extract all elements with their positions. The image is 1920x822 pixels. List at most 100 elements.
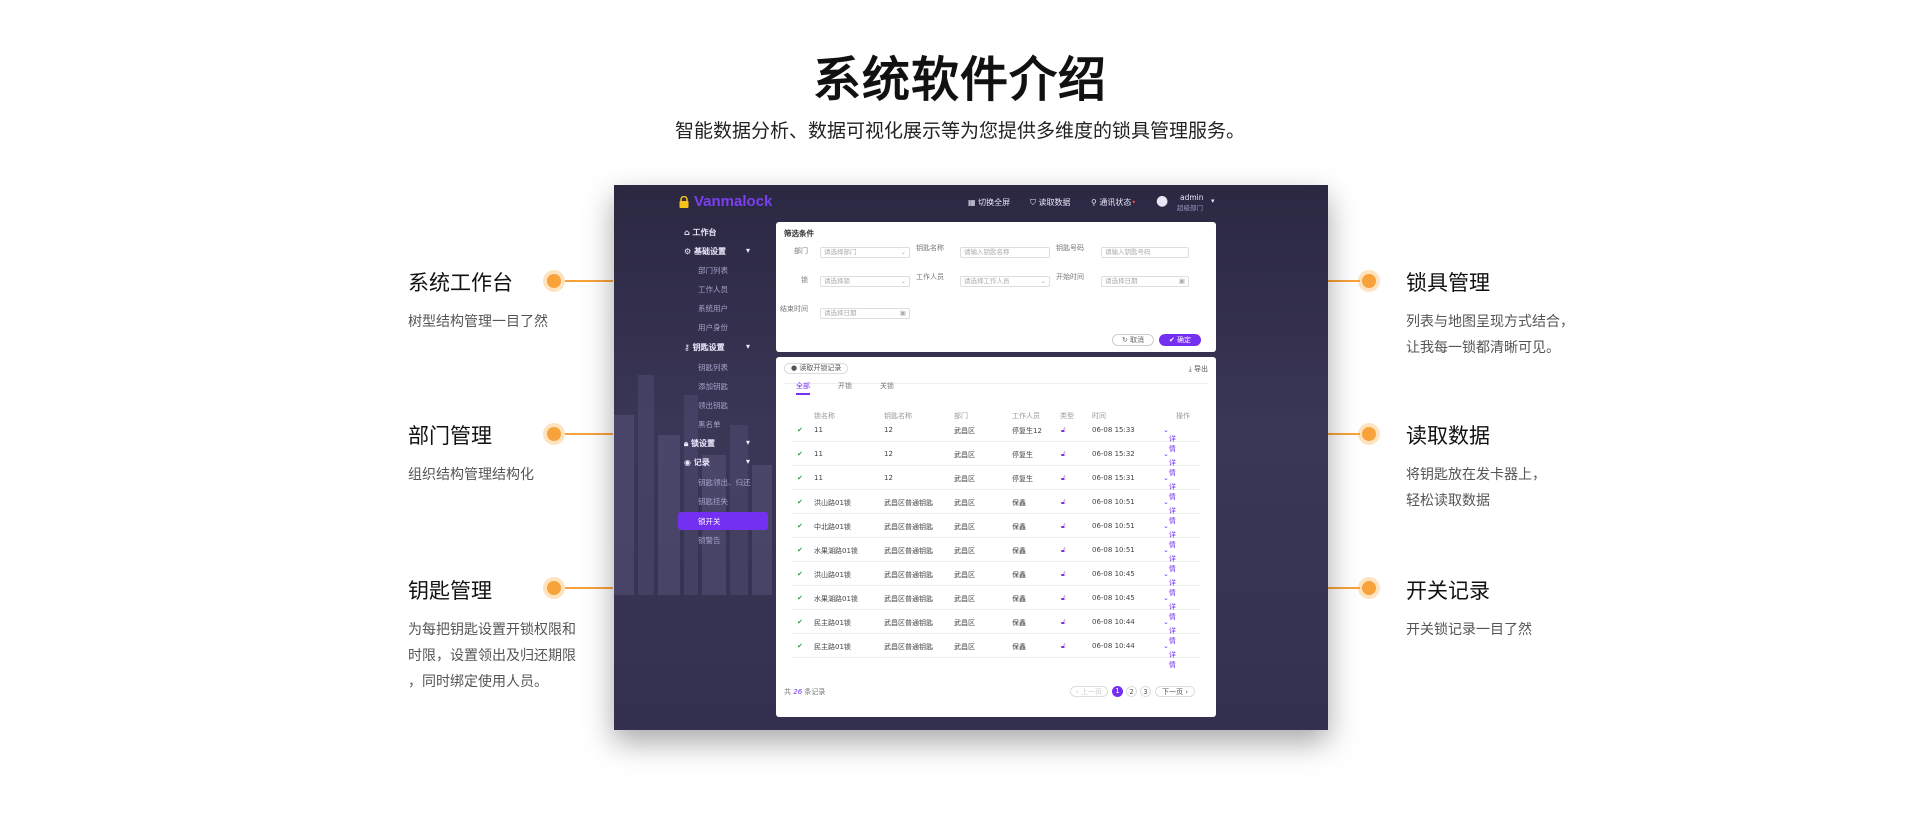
user-name[interactable]: admin [1180,193,1204,202]
next-page-button[interactable]: 下一页 › [1155,686,1195,697]
detail-link[interactable]: ⌄ 详情 [1163,618,1176,645]
detail-link[interactable]: ⌄ 详情 [1163,426,1176,453]
page-3-button[interactable]: 3 [1140,686,1151,697]
read-records-button[interactable]: ● 读取开锁记录 [784,363,849,374]
unlock-type-icon: 🔓︎ [1061,522,1066,530]
sidebar-item-lock-settings[interactable]: 🔒︎ 锁设置▾ [684,438,751,448]
page-2-button[interactable]: 2 [1126,686,1137,697]
feature-desc: 列表与地图呈现方式结合， 让我每一锁都清晰可见。 [1406,314,1574,356]
check-icon: ✔ [797,546,803,554]
tab-unlock[interactable]: 开锁 [838,382,852,390]
read-data-button[interactable]: ⛉ 读取数据 [1030,198,1071,207]
sidebar-item-issue-key[interactable]: 领出钥匙 [698,401,728,410]
col-action: 操作 [1176,412,1190,420]
fullscreen-button[interactable]: ▦ 切换全屏 [968,198,1011,207]
app-logo[interactable]: Vanmalock [694,193,773,210]
unlock-type-icon: 🔓︎ [1061,594,1066,602]
sidebar-item-add-key[interactable]: 添加钥匙 [698,382,728,391]
feature-lock-management: 锁具管理 列表与地图呈现方式结合， 让我每一锁都清晰可见。 [1406,267,1606,361]
user-avatar-icon[interactable]: ● [1156,193,1169,209]
start-date-input[interactable]: 请选择日期▣ [1101,276,1189,287]
unlock-type-icon: 🔓︎ [1061,498,1066,506]
chevron-down-icon[interactable]: ▾ [1211,197,1215,205]
sidebar-item-system-users[interactable]: 系统用户 [698,304,728,313]
total-records: 共 26 条记录 [784,688,826,696]
sidebar-item-lock-switch[interactable]: 锁开关 [698,517,721,526]
connector-line [1328,280,1360,282]
detail-link[interactable]: ⌄ 详情 [1163,450,1176,477]
lock-select[interactable]: 请选择锁⌄ [820,276,910,287]
feature-title: 开关记录 [1406,579,1490,603]
cell-time: 06-08 10:45 [1092,594,1135,602]
sidebar-item-blacklist[interactable]: 黑名单 [698,420,721,429]
page-1-button[interactable]: 1 [1112,686,1123,697]
detail-link[interactable]: ⌄ 详情 [1163,498,1176,525]
cell-staff: 保鑫 [1012,643,1026,651]
bullet-dot-icon [543,270,565,292]
detail-link[interactable]: ⌄ 详情 [1163,522,1176,549]
cell-staff: 保鑫 [1012,523,1026,531]
calendar-icon: ▣ [1178,277,1185,285]
sidebar-item-key-settings[interactable]: ⚷ 钥匙设置▾ [684,342,751,352]
end-date-input[interactable]: 请选择日期▣ [820,308,910,319]
comm-status-button[interactable]: ⚲ 通讯状态• [1091,198,1137,207]
detail-link[interactable]: ⌄ 详情 [1163,474,1176,501]
unlock-type-icon: 🔓︎ [1061,474,1066,482]
feature-key-management: 钥匙管理 为每把钥匙设置开锁权限和 时限，设置领出及归还期限 ，同时绑定使用人员… [408,575,608,695]
check-icon: ✔ [797,474,803,482]
cell-dept: 武昌区 [954,595,975,603]
dept-select[interactable]: 请选择部门⌄ [820,247,910,258]
export-button[interactable]: ⤓ 导出 [1188,365,1208,373]
cancel-button[interactable]: ↻ 取消 [1112,334,1154,346]
detail-link[interactable]: ⌄ 详情 [1163,642,1176,669]
sidebar-item-key-issue-return[interactable]: 钥匙领出、归还 [698,478,751,487]
keyname-input[interactable]: 请输入钥匙名称 [960,247,1050,258]
feature-title: 读取数据 [1406,424,1490,448]
records-panel: ● 读取开锁记录 ⤓ 导出 全部 开锁 关锁 锁名称 钥匙名称 部门 工作人员 … [776,357,1216,717]
cell-staff: 保鑫 [1012,499,1026,507]
prev-page-button[interactable]: ‹ 上一页 [1070,686,1108,697]
sidebar-item-basic-settings[interactable]: ⚙ 基础设置▾ [684,246,751,256]
feature-desc: 组织结构管理结构化 [408,467,534,483]
sidebar-active-highlight[interactable] [678,512,768,530]
tab-all[interactable]: 全部 [796,381,810,395]
cell-key-name: 武昌区普通钥匙 [884,523,933,531]
cell-lock-name: 洪山路01锁 [814,499,851,507]
dept-label: 部门 [794,247,808,255]
cell-staff: 保鑫 [1012,547,1026,555]
confirm-button[interactable]: ✔ 确定 [1159,334,1201,346]
feature-title: 钥匙管理 [408,579,492,603]
feature-title: 系统工作台 [408,271,513,295]
connector-line [1328,587,1360,589]
detail-link[interactable]: ⌄ 详情 [1163,570,1176,597]
sidebar-item-dept-list[interactable]: 部门列表 [698,266,728,275]
cell-lock-name: 水果湖路01锁 [814,547,858,555]
cell-dept: 武昌区 [954,451,975,459]
sidebar-item-key-list[interactable]: 钥匙列表 [698,363,728,372]
sidebar-item-records[interactable]: ◉ 记录▾ [684,457,751,467]
sidebar-item-key-loss[interactable]: 钥匙挂失 [698,497,728,506]
sidebar-item-staff[interactable]: 工作人员 [698,285,728,294]
detail-link[interactable]: ⌄ 详情 [1163,546,1176,573]
sidebar-item-lock-warning[interactable]: 锁警告 [698,536,721,545]
sidebar-item-workbench[interactable]: ⌂ 工作台 [684,228,717,237]
cell-key-name: 12 [884,426,893,434]
keyno-input[interactable]: 请输入钥匙号码 [1101,247,1189,258]
connector-line [565,280,613,282]
bullet-dot-icon [1358,270,1380,292]
detail-link[interactable]: ⌄ 详情 [1163,594,1176,621]
staff-select[interactable]: 请选择工作人员⌄ [960,276,1050,287]
sidebar-item-user-identity[interactable]: 用户身份 [698,323,728,332]
tab-lock[interactable]: 关锁 [880,382,894,390]
col-lock-name: 锁名称 [814,412,835,420]
